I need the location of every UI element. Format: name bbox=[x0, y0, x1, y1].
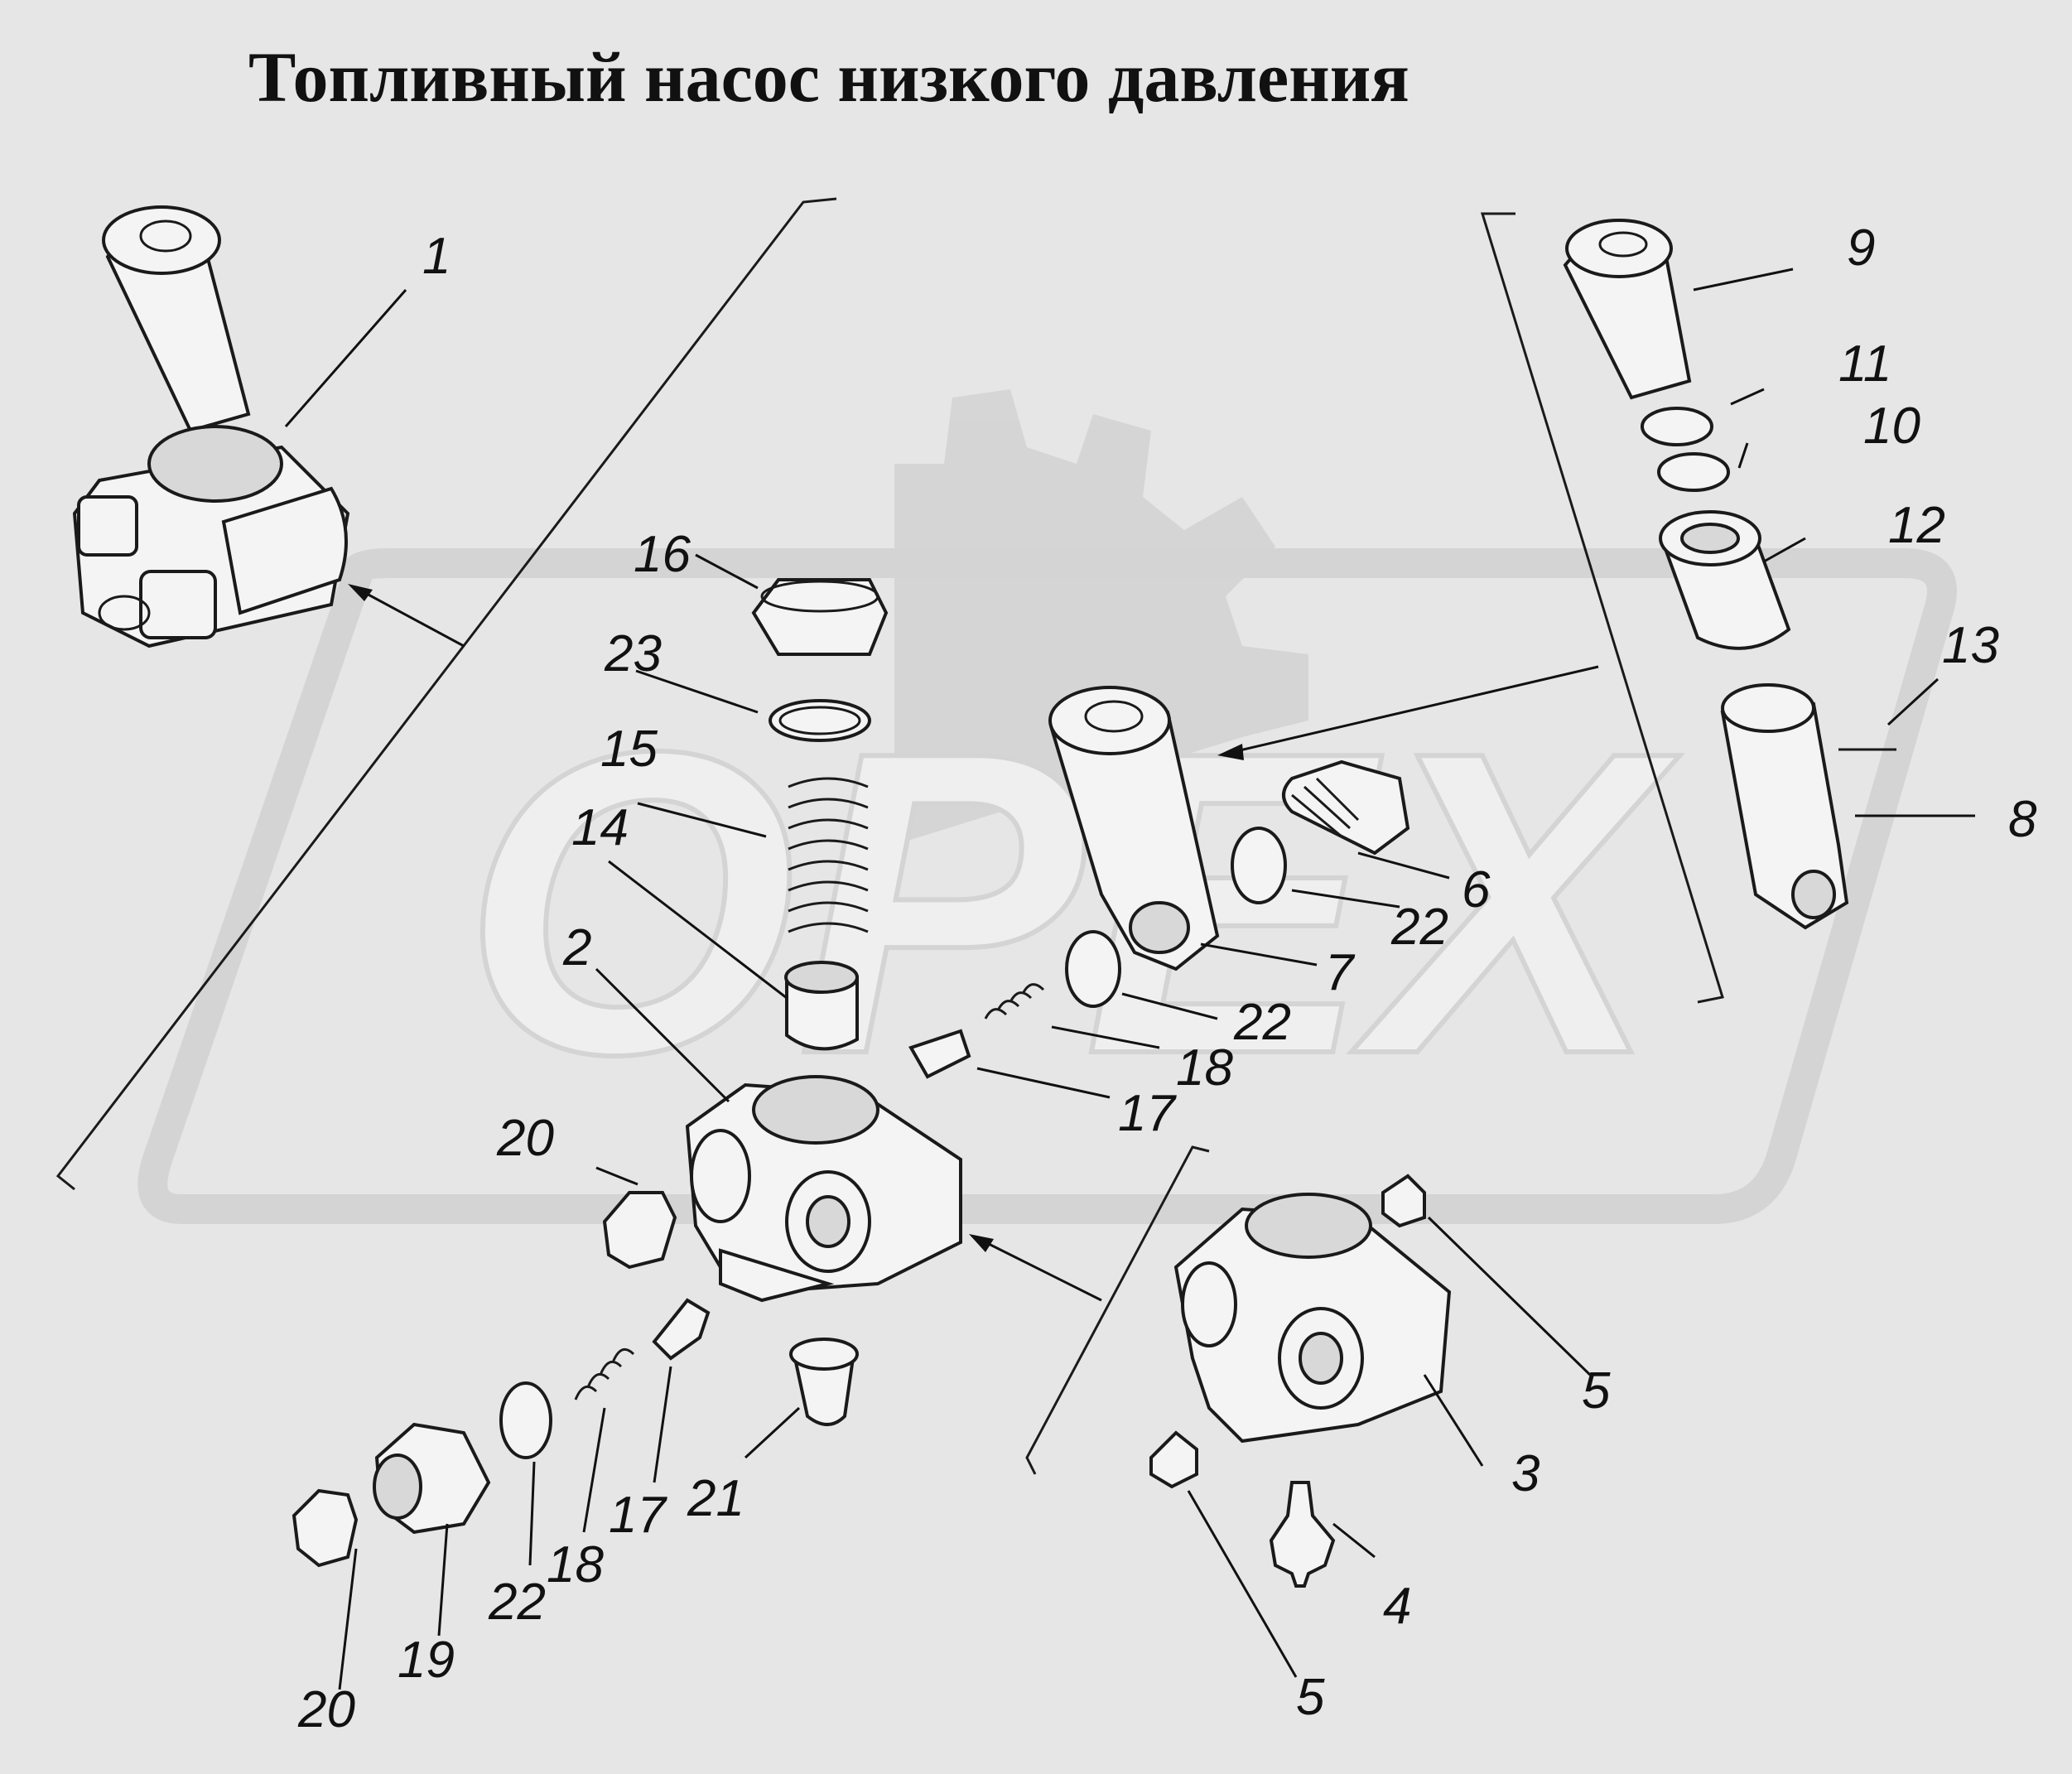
leader-1 bbox=[284, 289, 407, 427]
label-20-lower: 20 bbox=[297, 1681, 355, 1738]
nut-part-5-b bbox=[1149, 1430, 1198, 1489]
assembled-pump-part-1 bbox=[72, 205, 350, 648]
valve-part-17-a bbox=[908, 1029, 971, 1079]
label-17-center: 17 bbox=[1118, 1085, 1177, 1142]
label-7: 7 bbox=[1325, 944, 1356, 1001]
frame-bracket-left bbox=[55, 197, 837, 1191]
leader-18a bbox=[1051, 1025, 1160, 1049]
label-8: 8 bbox=[2008, 791, 2037, 848]
leader-5b bbox=[1187, 1490, 1298, 1678]
leader-5a bbox=[1427, 1216, 1592, 1376]
spring-part-18-b bbox=[574, 1347, 635, 1400]
label-6: 6 bbox=[1462, 861, 1491, 918]
leader-lines bbox=[284, 268, 1975, 1690]
sleeve-part-21 bbox=[789, 1338, 859, 1426]
leader-13 bbox=[1886, 677, 1939, 726]
label-11: 11 bbox=[1838, 335, 1891, 393]
cap-part-9 bbox=[1563, 219, 1692, 400]
part-labels: 1 2 3 4 5 5 6 7 8 9 10 11 12 13 14 15 16… bbox=[297, 219, 2037, 1738]
label-4: 4 bbox=[1383, 1578, 1411, 1635]
leader-22b bbox=[1121, 992, 1218, 1020]
label-14: 14 bbox=[571, 799, 629, 856]
label-5-right: 5 bbox=[1582, 1362, 1611, 1420]
label-10: 10 bbox=[1863, 398, 1920, 455]
plunger-part-8 bbox=[1720, 683, 1849, 930]
label-2: 2 bbox=[562, 919, 591, 976]
diagram-title: Топливный насос низкого давления bbox=[248, 37, 1409, 117]
fitting-part-4 bbox=[1269, 1481, 1336, 1588]
housing-part-3 bbox=[1173, 1193, 1452, 1444]
leader-2 bbox=[595, 967, 730, 1103]
label-3: 3 bbox=[1511, 1445, 1540, 1502]
leader-12 bbox=[1763, 537, 1806, 563]
valve-part-17-b bbox=[652, 1298, 711, 1361]
label-9: 9 bbox=[1847, 219, 1875, 277]
label-18-center: 18 bbox=[1176, 1039, 1233, 1097]
label-22-center: 22 bbox=[1233, 994, 1291, 1051]
assembly-arrows bbox=[348, 584, 1599, 1302]
label-22-bottom: 22 bbox=[488, 1574, 546, 1631]
bolt-part-6 bbox=[1282, 759, 1410, 856]
plug-part-20-b bbox=[292, 1488, 359, 1568]
cap-part-16 bbox=[751, 578, 889, 656]
leader-20b bbox=[338, 1548, 358, 1690]
leader-15 bbox=[637, 802, 767, 838]
nut-part-5-a bbox=[1381, 1174, 1426, 1228]
leader-11 bbox=[1730, 388, 1765, 406]
frame-bracket-right bbox=[1480, 212, 1724, 1004]
label-21: 21 bbox=[687, 1470, 744, 1527]
spring-part-15 bbox=[788, 777, 869, 933]
label-13: 13 bbox=[1942, 617, 1999, 674]
label-12: 12 bbox=[1888, 497, 1945, 554]
sleeve-part-14 bbox=[784, 961, 859, 1051]
frame-bracket-bottom bbox=[1025, 1145, 1210, 1475]
nut-part-12 bbox=[1659, 510, 1791, 650]
leader-23 bbox=[635, 669, 759, 714]
frame-brackets bbox=[55, 197, 1724, 1475]
union-part-19 bbox=[373, 1422, 491, 1535]
plug-part-20-a bbox=[602, 1191, 677, 1270]
leader-22a bbox=[1291, 889, 1400, 909]
leader-22c bbox=[528, 1461, 536, 1566]
leader-7 bbox=[1200, 942, 1318, 967]
leader-6 bbox=[1357, 851, 1450, 880]
leader-14 bbox=[608, 860, 788, 1000]
washer-part-22-c bbox=[499, 1381, 552, 1459]
label-18-bottom: 18 bbox=[547, 1536, 604, 1593]
label-15: 15 bbox=[600, 721, 658, 778]
label-22-right: 22 bbox=[1390, 899, 1448, 956]
leader-18b bbox=[582, 1407, 606, 1533]
leader-9 bbox=[1693, 268, 1794, 292]
leader-19 bbox=[437, 1523, 449, 1637]
leader-10 bbox=[1737, 442, 1749, 469]
spring-part-18-a bbox=[984, 983, 1045, 1020]
washer-part-22-a bbox=[1231, 827, 1287, 904]
label-20-upper: 20 bbox=[496, 1110, 554, 1167]
housing-part-2 bbox=[685, 1075, 962, 1303]
ring-part-10 bbox=[1657, 452, 1730, 492]
leader-20a bbox=[595, 1166, 638, 1186]
label-23: 23 bbox=[604, 625, 662, 682]
label-17-bottom: 17 bbox=[609, 1487, 667, 1544]
label-16: 16 bbox=[634, 526, 691, 583]
leader-4 bbox=[1332, 1522, 1376, 1559]
ring-part-11 bbox=[1641, 407, 1713, 446]
leader-16 bbox=[695, 553, 759, 590]
leader-17b bbox=[653, 1366, 672, 1483]
leader-17a bbox=[976, 1067, 1111, 1099]
label-1: 1 bbox=[422, 228, 451, 285]
leader-21 bbox=[744, 1406, 801, 1459]
washer-part-22-b bbox=[1065, 930, 1121, 1008]
label-19: 19 bbox=[398, 1632, 455, 1689]
label-5-bottom: 5 bbox=[1296, 1669, 1325, 1726]
leader-3 bbox=[1423, 1374, 1484, 1467]
cylinder-part-7 bbox=[1048, 686, 1220, 971]
